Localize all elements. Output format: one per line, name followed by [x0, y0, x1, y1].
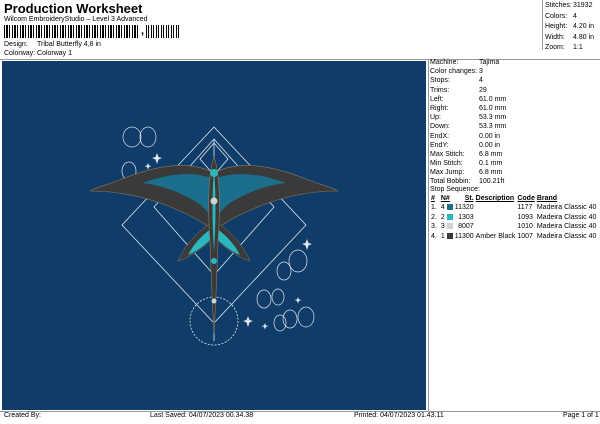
barcode-secondary [146, 25, 179, 38]
header-divider [0, 59, 600, 60]
footer-created-by: Created By: [4, 412, 41, 419]
spec-right: Right:61.0 mm [430, 104, 507, 112]
col-code: Code [517, 195, 535, 202]
spec-down: Down:53.3 mm [430, 123, 507, 131]
colorway-row: Colorway: Colorway 1 [4, 50, 204, 59]
butterfly-wings [88, 156, 340, 334]
col-needle: N# [440, 195, 450, 202]
stats-panel: Stitches:31932 Colors:4 Height:4.20 in W… [545, 2, 599, 55]
col-stitches: St. [464, 195, 474, 202]
design-preview [2, 61, 426, 410]
spec-endy: EndY:0.00 in [430, 141, 501, 149]
stat-stitches: Stitches:31932 [545, 2, 593, 9]
spec-stops: Stops:4 [430, 77, 483, 85]
col-index: # [431, 195, 435, 202]
stats-divider [542, 0, 543, 50]
color-swatch [446, 204, 453, 211]
design-value: Tribal Butterfly 4,8 in [37, 41, 101, 48]
colorway-value: Colorway 1 [37, 50, 73, 57]
spec-up: Up:53.3 mm [430, 114, 507, 122]
design-row: Design: Tribal Butterfly 4,8 in [4, 41, 204, 50]
spec-max-stitch: Max Stitch:6.8 mm [430, 150, 503, 158]
stat-colors: Colors:4 [545, 12, 577, 20]
spec-max-jump: Max Jump:6.8 mm [430, 169, 503, 177]
table-row: 4. 1 11300 Amber Black 1007 Madeira Clas… [431, 232, 597, 240]
color-swatch [446, 232, 453, 239]
barcode [4, 25, 140, 38]
table-row: 1. 4 11320 1177 Madeira Classic 40 [431, 204, 597, 212]
spec-endx: EndX:0.00 in [430, 132, 501, 140]
stat-height: Height:4.20 in [545, 23, 595, 30]
color-swatch [446, 213, 453, 220]
page-title: Production Worksheet [4, 1, 143, 16]
spec-panel: Machine:Tajima Color changes:3 Stops:4 T… [430, 59, 600, 188]
spec-min-stitch: Min Stitch:0.1 mm [430, 160, 503, 168]
spec-total-bobbin: Total Bobbin:100.21ft [430, 178, 505, 186]
stop-sequence-table: # N# St. Description Code Brand 1. 4 113… [430, 194, 597, 241]
stop-sequence-title: Stop Sequence: [430, 186, 480, 193]
table-header-row: # N# St. Description Code Brand [430, 194, 597, 203]
colorway-label: Colorway: [4, 50, 36, 57]
table-row: 3. 3 8007 1010 Madeira Classic 40 [431, 223, 597, 231]
col-brand: Brand [536, 195, 558, 202]
butterfly-embroidery-image [88, 126, 340, 346]
footer-last-saved: Last Saved: 04/07/2023 00.34.38 [150, 412, 254, 419]
barcode-separator: , [141, 25, 145, 37]
sparkle-stars [144, 153, 312, 330]
footer-printed: Printed: 04/07/2023 01.43.11 [354, 412, 444, 419]
stat-zoom: Zoom:1:1 [545, 44, 583, 51]
spec-color-changes: Color changes:3 [430, 68, 483, 76]
spec-trims: Trims:29 [430, 86, 487, 94]
spec-machine: Machine:Tajima [430, 59, 500, 66]
software-name: Wilcom EmbroideryStudio – Level 3 Advanc… [4, 16, 148, 23]
footer-divider [0, 411, 600, 412]
panel-divider [428, 59, 429, 411]
table-row: 2. 2 1303 1093 Madeira Classic 40 [431, 213, 597, 221]
design-label: Design: [4, 41, 28, 48]
col-description: Description [475, 195, 515, 202]
spec-left: Left:61.0 mm [430, 95, 507, 103]
color-swatch [446, 223, 453, 230]
stat-width: Width:4.80 in [545, 33, 595, 41]
footer-page-number: Page 1 of 1 [563, 412, 599, 419]
